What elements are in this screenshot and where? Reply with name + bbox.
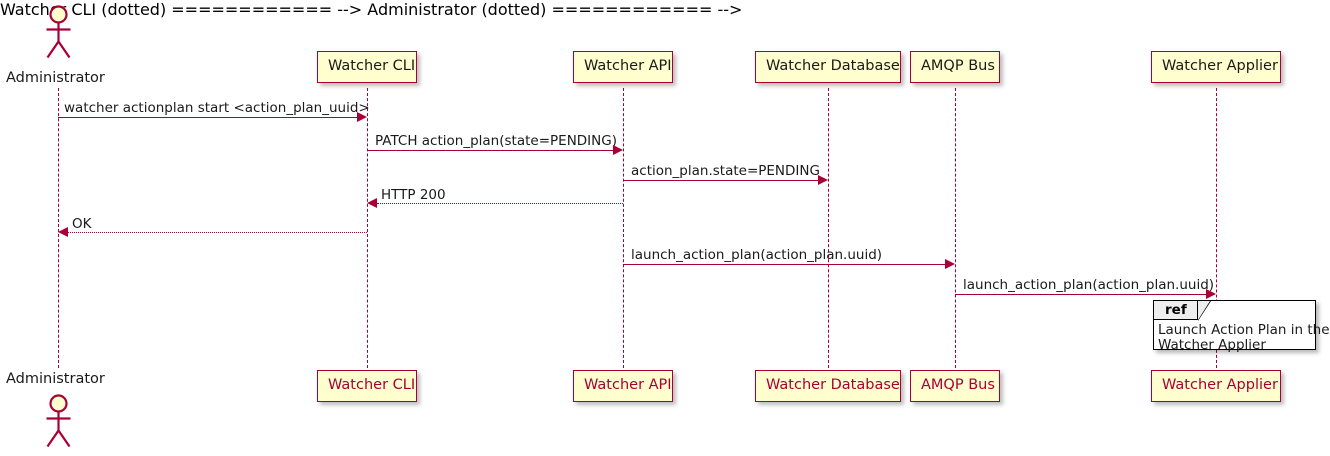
participant-label-amqp-bus-top: AMQP Bus bbox=[921, 58, 995, 74]
lifeline-watcher-applier bbox=[1216, 88, 1217, 368]
participant-label-watcher-cli-bottom: Watcher CLI bbox=[328, 377, 416, 393]
message-arrow-2 bbox=[367, 150, 613, 151]
actor-label-administrator-top: Administrator bbox=[6, 70, 105, 86]
message-label-2: PATCH action_plan(state=PENDING) bbox=[375, 133, 617, 149]
message-arrow-3 bbox=[623, 180, 818, 181]
actor-label-administrator-bottom: Administrator bbox=[6, 371, 105, 387]
message-label-5: OK bbox=[72, 216, 92, 232]
message-arrowhead-6 bbox=[945, 259, 955, 269]
ref-fragment-tab bbox=[1154, 301, 1198, 320]
lifeline-amqp-bus bbox=[955, 88, 956, 368]
participant-label-watcher-database-top: Watcher Database bbox=[766, 58, 900, 74]
lifeline-watcher-api bbox=[623, 88, 624, 368]
ref-fragment-keyword: ref bbox=[1165, 302, 1187, 318]
message-arrow-6 bbox=[623, 264, 945, 265]
participant-box-watcher-database-top[interactable]: Watcher Database bbox=[755, 51, 901, 83]
participant-label-watcher-cli-top: Watcher CLI bbox=[328, 58, 416, 74]
ref-fragment-tab-notch bbox=[1198, 301, 1210, 320]
participant-label-watcher-applier-top: Watcher Applier bbox=[1162, 58, 1278, 74]
message-label-6: launch_action_plan(action_plan.uuid) bbox=[631, 247, 883, 263]
message-arrowhead-2 bbox=[613, 145, 623, 155]
ref-fragment-text-line-2: Watcher Applier bbox=[1158, 337, 1266, 353]
participant-label-watcher-api-top: Watcher API bbox=[584, 58, 672, 74]
message-arrowhead-3 bbox=[818, 175, 828, 185]
ref-fragment-text-line-1: Launch Action Plan in the bbox=[1158, 322, 1330, 338]
participant-label-amqp-bus-bottom: AMQP Bus bbox=[921, 377, 995, 393]
participant-box-watcher-applier-bottom[interactable]: Watcher Applier bbox=[1151, 370, 1281, 402]
participant-box-watcher-applier-top[interactable]: Watcher Applier bbox=[1151, 51, 1281, 83]
participant-box-amqp-bus-bottom[interactable]: AMQP Bus bbox=[910, 370, 1000, 402]
ref-fragment-box bbox=[1153, 300, 1316, 350]
message-arrow-5 bbox=[68, 232, 367, 233]
actor-administrator-bottom-icon bbox=[38, 392, 78, 450]
stick-figure-icon bbox=[46, 394, 71, 448]
message-label-7: launch_action_plan(action_plan.uuid) bbox=[963, 277, 1215, 293]
participant-label-watcher-api-bottom: Watcher API bbox=[584, 377, 672, 393]
participant-box-watcher-api-bottom[interactable]: Watcher API bbox=[573, 370, 673, 402]
participant-box-watcher-database-bottom[interactable]: Watcher Database bbox=[755, 370, 901, 402]
participant-box-watcher-cli-top[interactable]: Watcher CLI bbox=[317, 51, 417, 83]
message-label-1: watcher actionplan start <action_plan_uu… bbox=[64, 100, 370, 116]
participant-box-amqp-bus-top[interactable]: AMQP Bus bbox=[910, 51, 1000, 83]
message-arrow-7 bbox=[955, 294, 1206, 295]
actor-administrator-top-icon bbox=[38, 3, 78, 61]
message-arrowhead-4 bbox=[367, 198, 377, 208]
lifeline-watcher-cli bbox=[367, 88, 368, 368]
message-label-3: action_plan.state=PENDING bbox=[631, 163, 820, 179]
participant-label-watcher-database-bottom: Watcher Database bbox=[766, 377, 900, 393]
message-label-4: HTTP 200 bbox=[381, 187, 446, 203]
participant-label-watcher-applier-bottom: Watcher Applier bbox=[1162, 377, 1278, 393]
participant-box-watcher-cli-bottom[interactable]: Watcher CLI bbox=[317, 370, 417, 402]
stick-figure-icon bbox=[46, 5, 71, 59]
message-arrowhead-5 bbox=[58, 227, 68, 237]
message-arrow-1 bbox=[58, 117, 357, 118]
message-arrowhead-7 bbox=[1206, 289, 1216, 299]
message-arrow-4 bbox=[377, 203, 623, 204]
message-arrowhead-1 bbox=[357, 112, 367, 122]
lifeline-watcher-database bbox=[828, 88, 829, 368]
participant-box-watcher-api-top[interactable]: Watcher API bbox=[573, 51, 673, 83]
